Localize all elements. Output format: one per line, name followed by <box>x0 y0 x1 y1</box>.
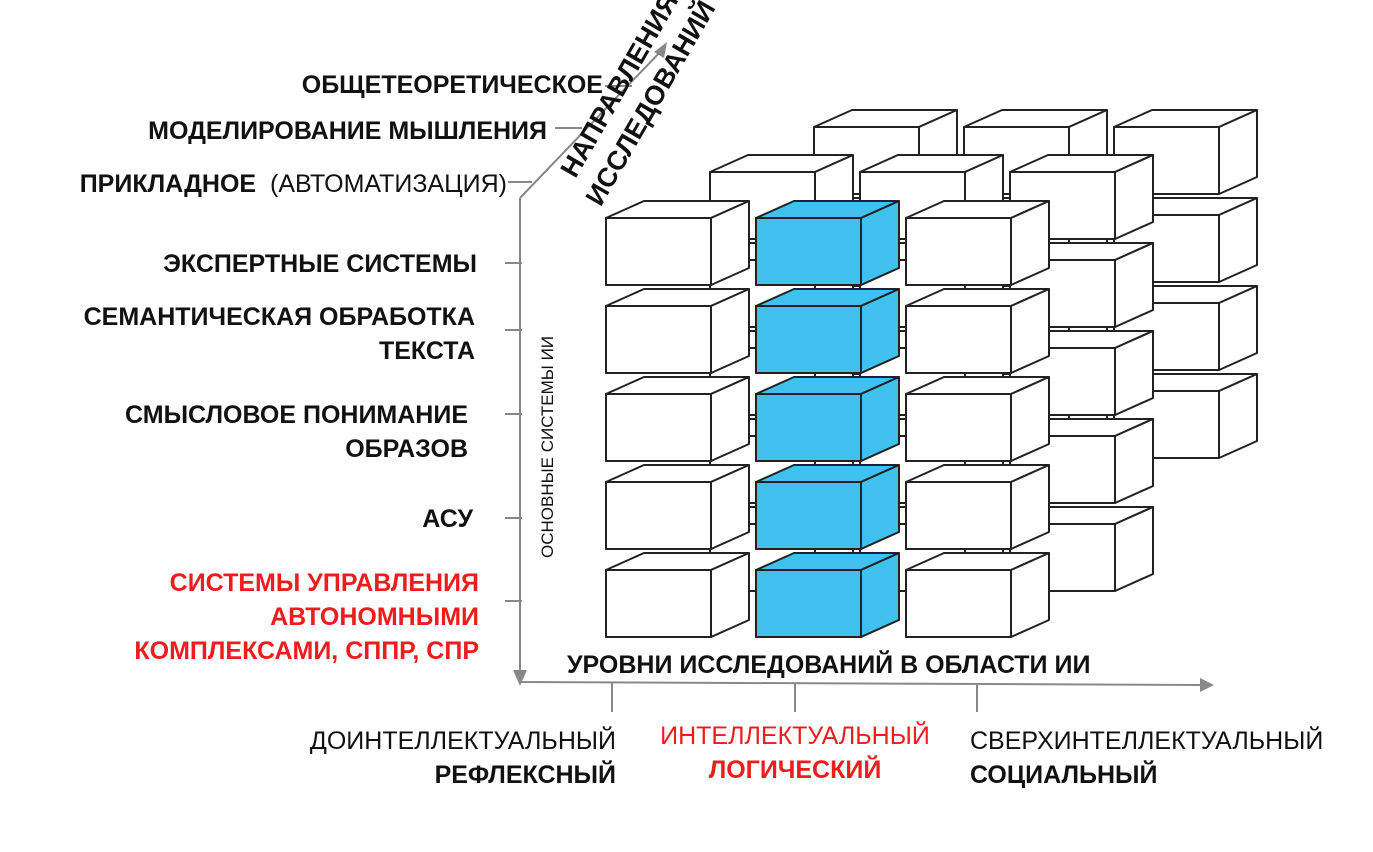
system-label-autonomous-control-line2: АВТОНОМНЫМИ <box>270 603 479 631</box>
levels-axis-line <box>519 681 1205 686</box>
system-label-image-understanding-line1: СМЫСЛОВОЕ ПОНИМАНИЕ <box>125 401 468 429</box>
directions-axis-arrowhead <box>654 42 667 58</box>
system-label-autonomous-control-line3: КОМПЛЕКСАМИ, СППР, СПР <box>134 637 479 665</box>
level-pre-intellectual-line2: РЕФЛЕКСНЫЙ <box>434 761 616 789</box>
cube-l1-r1-c1 <box>605 200 750 286</box>
direction-label-applied-main: ПРИКЛАДНОЕ <box>79 170 257 198</box>
cube-l1-r3-c3 <box>905 376 1050 462</box>
cube-l1-r4-c1 <box>605 464 750 550</box>
systems-axis-arrowhead <box>513 670 527 686</box>
cube-l1-r5-c1 <box>605 552 750 638</box>
cube-l1-r4-c2 <box>755 464 900 550</box>
system-label-image-understanding-line2: ОБРАЗОВ <box>345 435 468 463</box>
system-label-autonomous-control-line1: СИСТЕМЫ УПРАВЛЕНИЯ <box>169 569 479 597</box>
cube-l1-r3-c2 <box>755 376 900 462</box>
cube-l1-r5-c3 <box>905 552 1050 638</box>
direction-label-applied-note: (АВТОМАТИЗАЦИЯ) <box>270 170 507 198</box>
cube-l1-r1-c2 <box>755 200 900 286</box>
cube-matrix <box>605 109 1258 638</box>
system-label-image-understanding: СМЫСЛОВОЕ ПОНИМАНИЕ ОБРАЗОВ <box>125 398 468 466</box>
system-label-expert-systems: ЭКСПЕРТНЫЕ СИСТЕМЫ <box>163 250 477 278</box>
level-intellectual-line2: ЛОГИЧЕСКИЙ <box>708 756 882 784</box>
system-label-semantic-text: СЕМАНТИЧЕСКАЯ ОБРАБОТКА ТЕКСТА <box>84 300 475 368</box>
cube-l1-r2-c1 <box>605 288 750 374</box>
level-intellectual: ИНТЕЛЛЕКТУАЛЬНЫЙ ЛОГИЧЕСКИЙ <box>645 719 945 787</box>
direction-label-applied: ПРИКЛАДНОЕ (АВТОМАТИЗАЦИЯ) <box>80 167 507 201</box>
system-label-semantic-text-line1: СЕМАНТИЧЕСКАЯ ОБРАБОТКА <box>83 303 475 331</box>
cube-l1-r5-c2 <box>755 552 900 638</box>
level-pre-intellectual: ДОИНТЕЛЛЕКТУАЛЬНЫЙ РЕФЛЕКСНЫЙ <box>310 724 616 792</box>
directions-axis-line <box>519 49 663 199</box>
levels-axis-arrowhead <box>1200 678 1214 692</box>
level-super-intellectual-line2: СОЦИАЛЬНЫЙ <box>970 761 1158 789</box>
system-label-asu: АСУ <box>422 505 473 533</box>
cube-l1-r2-c2 <box>755 288 900 374</box>
cube-l1-r3-c1 <box>605 376 750 462</box>
cube-l1-r2-c3 <box>905 288 1050 374</box>
level-intellectual-line1: ИНТЕЛЛЕКТУАЛЬНЫЙ <box>660 722 930 750</box>
level-super-intellectual: СВЕРХИНТЕЛЛЕКТУАЛЬНЫЙ СОЦИАЛЬНЫЙ <box>970 724 1323 792</box>
systems-axis-title: ОСНОВНЫЕ СИСТЕМЫ ИИ <box>538 335 557 559</box>
level-pre-intellectual-line1: ДОИНТЕЛЛЕКТУАЛЬНЫЙ <box>309 727 616 755</box>
cube-l1-r1-c3 <box>905 200 1050 286</box>
cube-l2-r5-c3 <box>1009 506 1154 592</box>
direction-label-general-theoretical: ОБЩЕТЕОРЕТИЧЕСКОЕ <box>301 71 603 99</box>
direction-label-thinking-modeling: МОДЕЛИРОВАНИЕ МЫШЛЕНИЯ <box>148 117 547 145</box>
system-label-autonomous-control: СИСТЕМЫ УПРАВЛЕНИЯ АВТОНОМНЫМИ КОМПЛЕКСА… <box>134 566 479 668</box>
level-super-intellectual-line1: СВЕРХИНТЕЛЛЕКТУАЛЬНЫЙ <box>970 727 1324 755</box>
system-label-semantic-text-line2: ТЕКСТА <box>378 337 475 365</box>
cube-l1-r4-c3 <box>905 464 1050 550</box>
axes <box>505 42 1214 712</box>
levels-axis-title: УРОВНИ ИССЛЕДОВАНИЙ В ОБЛАСТИ ИИ <box>567 651 1091 679</box>
